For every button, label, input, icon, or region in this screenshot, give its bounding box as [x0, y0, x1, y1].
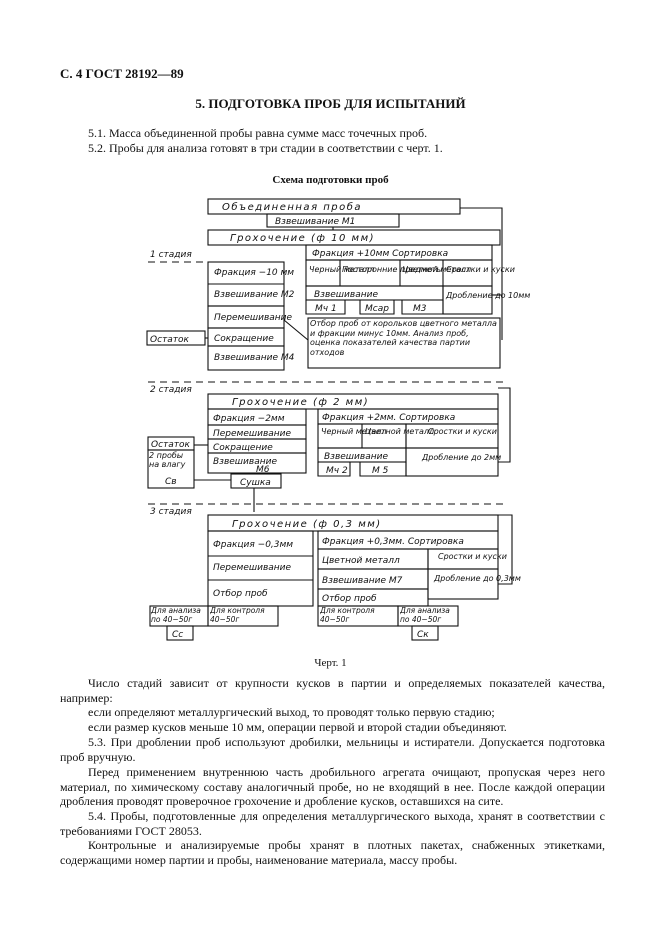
paragraph-p1: Число стадий зависит от крупности кусков…: [60, 676, 605, 705]
weigh-m1-label: Взвешивание М1: [275, 217, 355, 227]
residue-1-label: Остаток: [150, 335, 190, 345]
mcap-label: Мсар: [365, 304, 389, 314]
for-control-b: Для контроля 40−50г: [320, 607, 375, 624]
cv-label: Св: [165, 477, 177, 487]
reduction-1-label: Сокращение: [214, 334, 274, 344]
for-control-a: Для контроля 40−50г: [210, 607, 265, 624]
sample-preparation-diagram: Объединенная проба Взвешивание М1 Грохоч…: [146, 198, 530, 641]
m5-label: М 5: [372, 466, 389, 476]
nonferrous-3-label: Цветной металл: [322, 556, 400, 566]
weigh-m4-label: Взвешивание М4: [214, 353, 295, 363]
drying-label: Сушка: [240, 478, 271, 488]
weighing-2b-label: Взвешивание: [324, 452, 388, 462]
weighing-2-label: Взвешивание: [213, 457, 277, 467]
reduction-2-label: Сокращение: [213, 443, 273, 453]
combined-sample-label: Объединенная проба: [222, 201, 362, 213]
sampling-3a-label: Отбор проб: [213, 589, 268, 599]
intergrowth-3-label: Сростки и куски: [438, 552, 507, 561]
weigh-m7-label: Взвешивание М7: [322, 576, 403, 586]
frac-minus2-label: Фракция −2мм: [213, 414, 285, 424]
screen-10-label: Грохочение (ф 10 мм): [230, 233, 375, 244]
paragraph-p5: Перед применением внутреннюю часть дроби…: [60, 765, 605, 808]
screen-2-label: Грохочение (ф 2 мм): [232, 397, 369, 408]
for-analysis-b: Для анализа по 40−50г: [400, 607, 450, 624]
mch2-label: Мч 2: [326, 466, 348, 476]
frac-plus03-label: Фракция +0,3мм. Сортировка: [322, 537, 464, 547]
black-metal-2-label: Черный металл: [321, 427, 387, 436]
nonferrous-1-label: Цветной металл: [402, 265, 471, 274]
residue-2-label: Остаток: [151, 440, 191, 450]
two-samples-label: 2 пробы на влагу: [149, 451, 186, 469]
diagram-title: Схема подготовки проб: [272, 174, 389, 186]
crush-10-label: Дробление до 10мм: [445, 291, 530, 300]
black-metal-label: Черный металл: [309, 265, 375, 274]
crush-2-label: Дробление до 2мм: [421, 453, 501, 462]
frac-plus2-label: Фракция +2мм. Сортировка: [322, 413, 455, 423]
paragraph-5-1: 5.1. Масса объединенной пробы равна сумм…: [88, 126, 428, 140]
stage2-label: 2 стадия: [150, 385, 192, 395]
intergrowth-2-label: Сростки и куски: [428, 427, 497, 436]
foreign-items-label: Посторонние предметы: [342, 265, 443, 274]
paragraph-p7: Контрольные и анализируемые пробы хранят…: [60, 838, 605, 867]
stage1-label: 1 стадия: [150, 250, 192, 260]
paragraph-p3: если размер кусков меньше 10 мм, операци…: [88, 720, 507, 734]
weigh-m2-label: Взвешивание М2: [214, 290, 295, 300]
mch1-label: Мч 1: [315, 304, 337, 314]
cc-label: Сс: [172, 630, 183, 640]
sampling-3b-label: Отбор проб: [322, 594, 377, 604]
frac-minus03-label: Фракция −0,3мм: [213, 540, 293, 550]
m3-label: М3: [413, 304, 427, 314]
m6-label: М6: [256, 465, 270, 475]
frac-minus10-label: Фракция −10 мм: [214, 268, 294, 278]
ck-label: Ск: [417, 630, 429, 640]
mixing-1-label: Перемешивание: [214, 313, 293, 323]
frac-plus10-label: Фракция +10мм Сортировка: [312, 249, 448, 259]
stage3-label: 3 стадия: [150, 507, 192, 517]
nonferrous-2-label: Цветной металл: [365, 427, 434, 436]
intergrowth-1-label: Сростки и куски: [446, 265, 515, 274]
crush-03-label: Дробление до 0,3мм: [433, 574, 521, 583]
mixing-2-label: Перемешивание: [213, 429, 292, 439]
figure-caption: Черт. 1: [314, 657, 347, 669]
paragraph-5-2: 5.2. Пробы для анализа готовят в три ста…: [88, 141, 443, 155]
sampling-note: Отбор проб от корольков цветного металла…: [310, 319, 497, 357]
screen-03-label: Грохочение (ф 0,3 мм): [232, 519, 382, 530]
paragraph-p2: если определяют металлургический выход, …: [88, 705, 495, 719]
for-analysis-a: Для анализа по 40−50г: [151, 607, 201, 624]
mixing-3-label: Перемешивание: [213, 563, 292, 573]
section-title: 5. ПОДГОТОВКА ПРОБ ДЛЯ ИСПЫТАНИЙ: [195, 96, 466, 111]
paragraph-p4: 5.3. При дроблении проб используют дроби…: [60, 735, 605, 764]
paragraph-p6: 5.4. Пробы, подготовленные для определен…: [60, 809, 605, 838]
page-header: С. 4 ГОСТ 28192—89: [60, 66, 184, 81]
weighing-1-label: Взвешивание: [314, 290, 378, 300]
